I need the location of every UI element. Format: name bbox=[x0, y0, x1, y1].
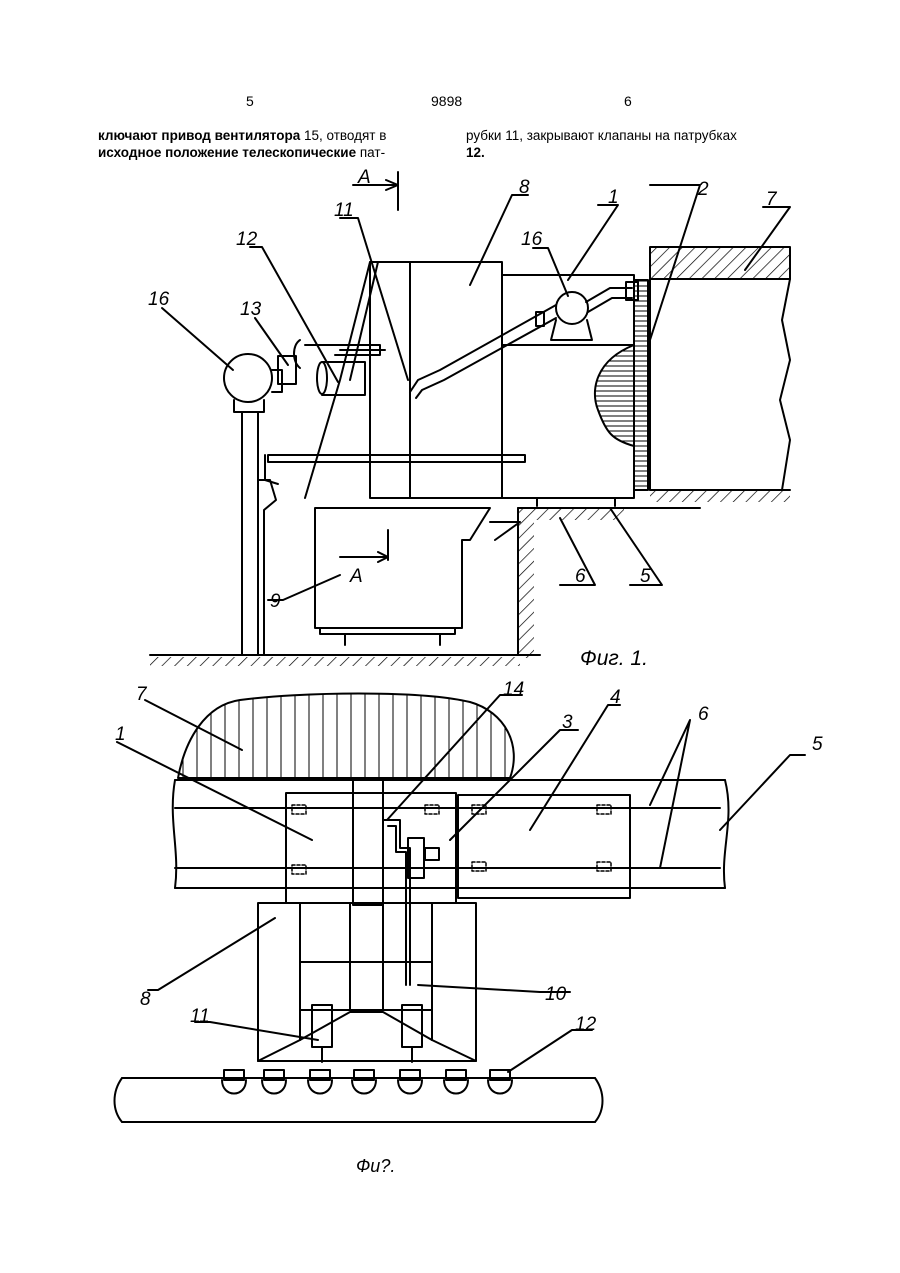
leader-16 bbox=[533, 248, 568, 296]
chute bbox=[490, 522, 520, 540]
callout-6: 6 bbox=[575, 566, 586, 587]
leader-4 bbox=[530, 705, 620, 830]
leader-12-f2 bbox=[508, 1030, 592, 1072]
hood-taper bbox=[300, 1012, 432, 1040]
carriage-legs bbox=[537, 498, 615, 506]
telescopic-mouth bbox=[317, 362, 327, 394]
callout-5-f2: 5 bbox=[812, 734, 823, 755]
hood-dividers bbox=[300, 903, 432, 1040]
section-label-lower: А bbox=[349, 566, 363, 587]
standpipe bbox=[444, 1070, 468, 1094]
callout-9: 9 bbox=[270, 591, 281, 612]
ground-hatch bbox=[150, 657, 520, 666]
callout-1: 1 bbox=[608, 187, 619, 208]
section-arrow-lower bbox=[340, 552, 388, 562]
figure-2-caption: Фи?. bbox=[356, 1156, 395, 1176]
leader-6-f2 bbox=[650, 720, 690, 868]
callout-12-f2: 12 bbox=[575, 1014, 597, 1035]
support-brace bbox=[258, 480, 276, 655]
collector-10 bbox=[300, 962, 432, 1010]
support-column bbox=[242, 412, 258, 655]
wheel-mark bbox=[472, 862, 486, 871]
callout-8: 8 bbox=[519, 177, 530, 198]
gas-main bbox=[122, 1078, 595, 1122]
seal-plate bbox=[634, 280, 648, 490]
standpipe bbox=[488, 1070, 512, 1094]
telescopic-pipe-left bbox=[312, 1005, 332, 1047]
callout-3: 3 bbox=[562, 712, 573, 733]
callout-12: 13 bbox=[240, 299, 262, 320]
callout-2: 2 bbox=[697, 179, 709, 200]
wall-body bbox=[650, 279, 790, 490]
cart-9 bbox=[315, 508, 490, 628]
callout-11: 12 bbox=[236, 229, 258, 250]
platform-wall bbox=[518, 508, 534, 658]
motor-plan bbox=[425, 848, 439, 860]
callout-14: 14 bbox=[503, 679, 524, 700]
rail bbox=[268, 455, 525, 462]
leader-5-f2 bbox=[720, 755, 805, 830]
callout-10: 11 bbox=[334, 200, 354, 221]
standpipe bbox=[222, 1070, 246, 1094]
callout-7: 7 bbox=[766, 189, 778, 210]
callout-5: 5 bbox=[640, 566, 651, 587]
figure-1-caption: Фиг. 1. bbox=[580, 647, 648, 670]
bulge-2 bbox=[595, 345, 634, 446]
wheel-mark bbox=[292, 865, 306, 874]
callout-4: 4 bbox=[610, 687, 621, 708]
callout-8-f2: 8 bbox=[140, 989, 151, 1010]
wheel-mark bbox=[425, 805, 439, 814]
telescopic-pipe-right bbox=[402, 1005, 422, 1047]
column-14 bbox=[353, 780, 383, 905]
callout-6-f2: 6 bbox=[698, 704, 709, 725]
callout-16: 16 bbox=[521, 229, 543, 250]
standpipes-12 bbox=[222, 1070, 512, 1094]
hood-corners bbox=[258, 1040, 476, 1061]
section-label-top: А bbox=[357, 167, 371, 188]
wheel-mark bbox=[292, 805, 306, 814]
carriage-4-plan bbox=[458, 795, 630, 898]
wheel-mark bbox=[597, 862, 611, 871]
callout-10-f2: 10 bbox=[545, 984, 567, 1005]
figure-2 bbox=[115, 694, 806, 1123]
leader-13 bbox=[162, 308, 233, 370]
wall-base bbox=[650, 490, 790, 502]
leader-8-f2 bbox=[148, 918, 275, 990]
rail-ends bbox=[173, 780, 729, 888]
hood-8-plan bbox=[258, 903, 476, 1061]
standpipe bbox=[262, 1070, 286, 1094]
telescopic-stems bbox=[322, 1047, 412, 1062]
standpipe bbox=[398, 1070, 422, 1094]
rails-6 bbox=[175, 780, 725, 888]
cart-wheels bbox=[345, 634, 440, 645]
gas-main-end-right bbox=[595, 1078, 603, 1122]
standpipe bbox=[308, 1070, 332, 1094]
leader-8 bbox=[470, 195, 528, 285]
callout-7-f2: 7 bbox=[136, 684, 148, 705]
leader-1 bbox=[568, 205, 618, 280]
wheel-mark bbox=[597, 805, 611, 814]
gas-main-end-left bbox=[115, 1078, 123, 1122]
carriage-1 bbox=[502, 275, 634, 345]
motor-13 bbox=[224, 354, 272, 402]
callout-1-f2: 1 bbox=[115, 724, 126, 745]
callout-11-f2: 11 bbox=[190, 1006, 210, 1027]
callout-13: 16 bbox=[148, 289, 170, 310]
pipe-to-hood bbox=[410, 305, 556, 398]
leader-5 bbox=[610, 508, 662, 585]
fan-16 bbox=[556, 292, 588, 324]
standpipe bbox=[352, 1070, 376, 1094]
